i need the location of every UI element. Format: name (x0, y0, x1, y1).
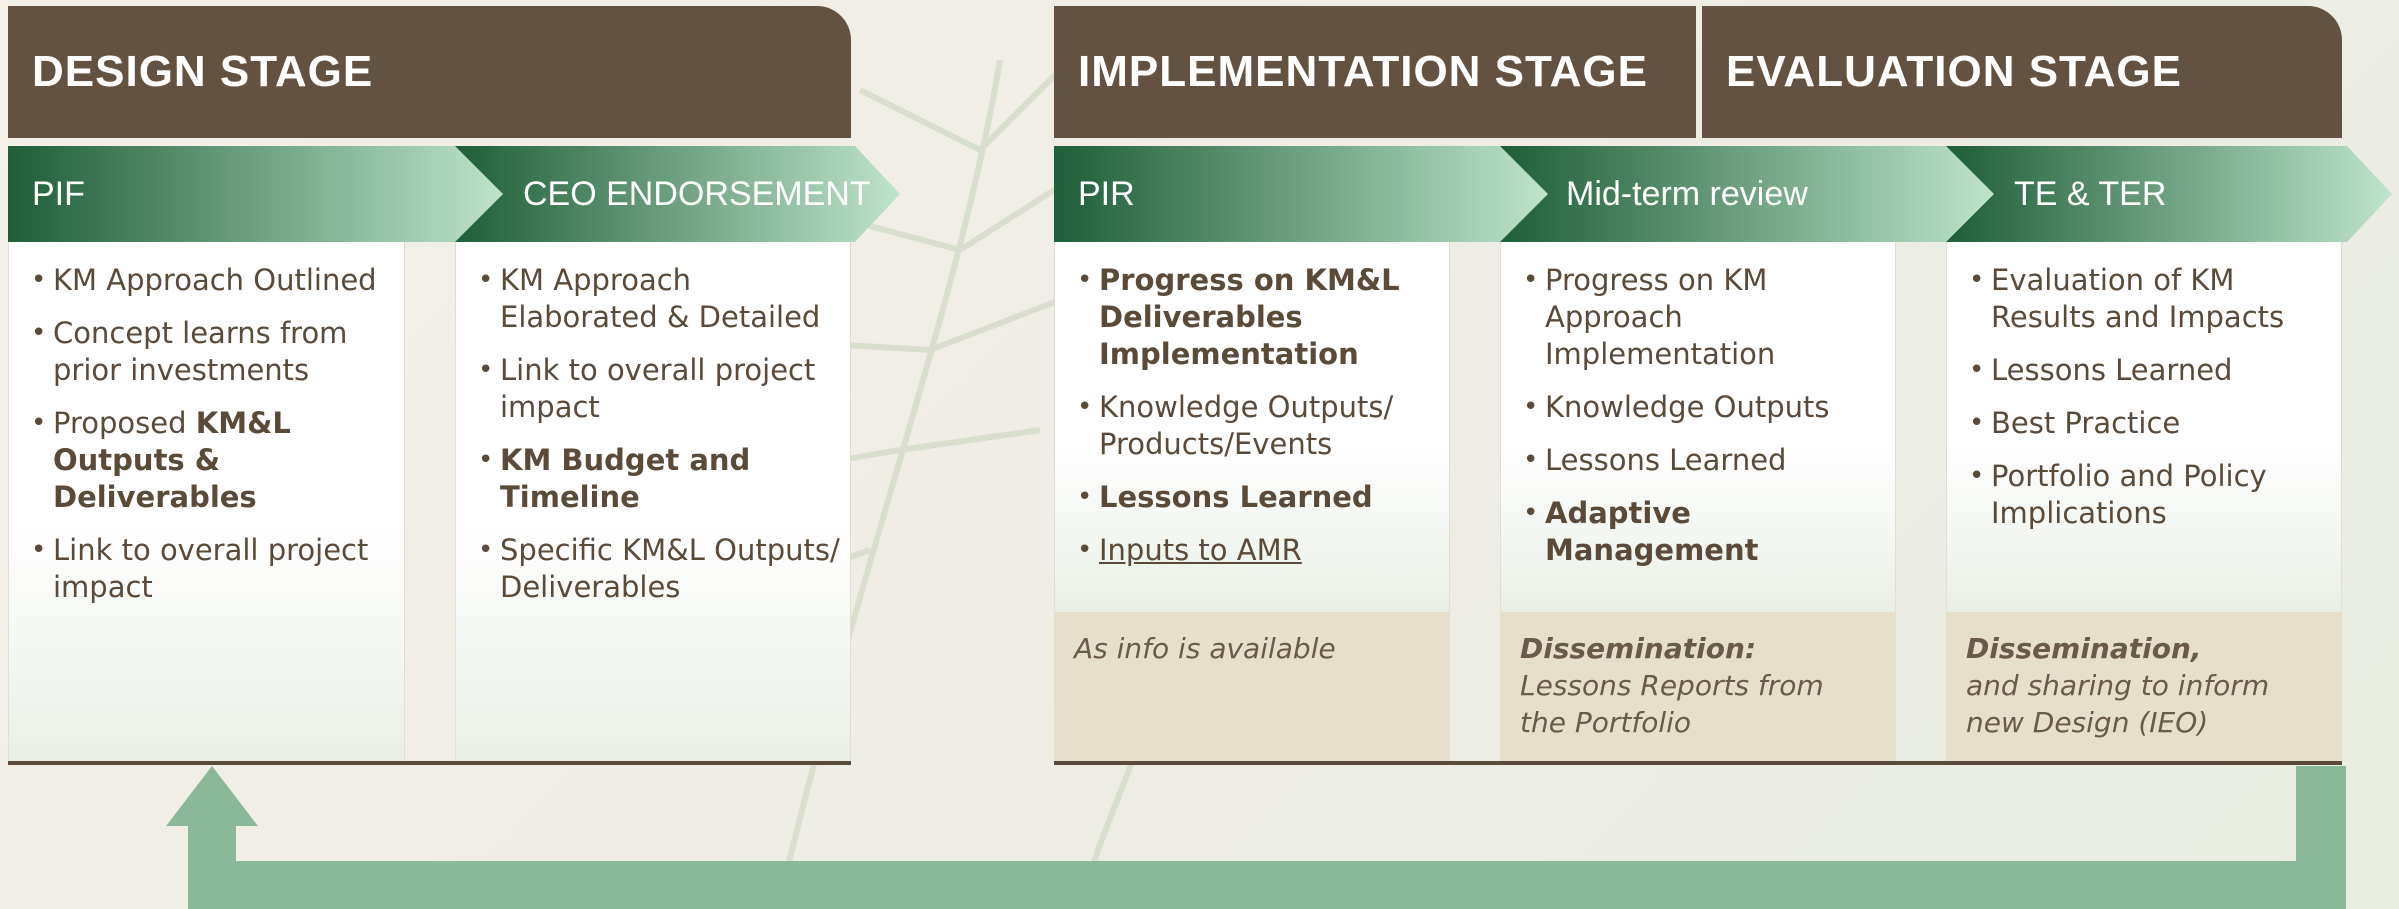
mid-term-review-title: Mid-term review (1566, 174, 1808, 213)
pir-chevron-shape (1054, 146, 1549, 242)
mid-term-review-list: Progress on KM Approach ImplementationKn… (1501, 240, 1895, 569)
pir-column: Progress on KM&L Deliverables Implementa… (1054, 240, 1450, 612)
implementation-stage-header: IMPLEMENTATION STAGE (1054, 6, 1696, 138)
list-item: Concept learns from prior investments (31, 315, 394, 389)
list-item: Progress on KM Approach Implementation (1523, 262, 1885, 373)
list-item: Adaptive Management (1523, 495, 1885, 569)
list-item-text: KM Approach Outlined (53, 263, 377, 297)
list-item-text: Progress on KM Approach Implementation (1545, 263, 1776, 371)
te-ter-title: TE & TER (2014, 174, 2167, 213)
list-item: Specific KM&L Outputs/ Deliverables (478, 532, 840, 606)
list-item: Progress on KM&L Deliverables Implementa… (1077, 262, 1439, 373)
list-item: Knowledge Outputs/ Products/Events (1077, 389, 1439, 463)
pif-title: PIF (32, 174, 85, 213)
te-ter-note-text: and sharing to inform new Design (IEO) (1966, 669, 2270, 739)
list-item-text: Link to overall project impact (53, 533, 369, 604)
list-item: Portfolio and Policy Implications (1969, 458, 2331, 532)
pir-note-text: As info is available (1074, 632, 1336, 665)
list-item: KM Approach Outlined (31, 262, 394, 299)
list-item-text: KM&L Outputs & Deliverables (53, 406, 291, 514)
list-item: Best Practice (1969, 405, 2331, 442)
ceo-endorsement-title: CEO ENDORSEMENT (523, 174, 871, 213)
list-item-text: Proposed (53, 406, 196, 440)
list-item: Lessons Learned (1077, 479, 1439, 516)
list-item: KM Budget and Timeline (478, 442, 840, 516)
list-item: Lessons Learned (1523, 442, 1885, 479)
list-item-text: Specific KM&L Outputs/ Deliverables (500, 533, 840, 604)
phase-pir: PIR (1054, 146, 1549, 242)
phase-te-ter: TE & TER (1946, 146, 2392, 242)
list-item-text: Lessons Learned (1099, 480, 1373, 514)
ceo-endorsement-list: KM Approach Elaborated & DetailedLink to… (456, 240, 850, 606)
phase-ceo-endorsement: CEO ENDORSEMENT (455, 146, 900, 242)
list-item: Lessons Learned (1969, 352, 2331, 389)
list-item-text: KM Budget and Timeline (500, 443, 751, 514)
list-item-text: Lessons Learned (1991, 353, 2233, 387)
list-item-text: Link to overall project impact (500, 353, 816, 424)
mid-term-review-note: Dissemination: Lessons Reports from the … (1500, 612, 1896, 762)
implementation-stage-title: IMPLEMENTATION STAGE (1078, 47, 1648, 96)
te-ter-chevron-shape (1946, 146, 2392, 242)
list-item-text: Inputs to AMR (1099, 533, 1302, 567)
list-item-text: Adaptive Management (1545, 496, 1759, 567)
pir-title: PIR (1078, 174, 1135, 213)
list-item: Link to overall project impact (31, 532, 394, 606)
implementation-bottom-rule (1054, 761, 2342, 765)
list-item-text: Evaluation of KM Results and Impacts (1991, 263, 2285, 334)
te-ter-list: Evaluation of KM Results and ImpactsLess… (1947, 240, 2341, 532)
ceo-endorsement-column: KM Approach Elaborated & DetailedLink to… (455, 240, 851, 762)
evaluation-stage-header: EVALUATION STAGE (1702, 6, 2342, 138)
pir-note: As info is available (1054, 612, 1450, 762)
mid-term-review-note-title: Dissemination: (1520, 632, 1757, 665)
pir-list: Progress on KM&L Deliverables Implementa… (1055, 240, 1449, 569)
list-item-text: Knowledge Outputs/ Products/Events (1099, 390, 1394, 461)
mid-term-review-note-text: Lessons Reports from the Portfolio (1520, 669, 1824, 739)
list-item: Proposed KM&L Outputs & Deliverables (31, 405, 394, 516)
list-item: KM Approach Elaborated & Detailed (478, 262, 840, 336)
list-item: Link to overall project impact (478, 352, 840, 426)
mid-term-review-chevron-shape (1500, 146, 1995, 242)
list-item: Inputs to AMR (1077, 532, 1439, 569)
list-item-text: Knowledge Outputs (1545, 390, 1830, 424)
design-stage-title: DESIGN STAGE (32, 47, 374, 96)
phase-pif: PIF (8, 146, 505, 242)
list-item-text: KM Approach Elaborated & Detailed (500, 263, 821, 334)
design-bottom-rule (8, 761, 851, 765)
mid-term-review-column: Progress on KM Approach ImplementationKn… (1500, 240, 1896, 612)
list-item: Evaluation of KM Results and Impacts (1969, 262, 2331, 336)
te-ter-note: Dissemination, and sharing to inform new… (1946, 612, 2342, 762)
list-item-text: Lessons Learned (1545, 443, 1787, 477)
list-item: Knowledge Outputs (1523, 389, 1885, 426)
list-item-text: Concept learns from prior investments (53, 316, 348, 387)
evaluation-stage-title: EVALUATION STAGE (1726, 47, 2182, 96)
te-ter-note-title: Dissemination, (1966, 632, 2202, 665)
pif-column: KM Approach OutlinedConcept learns from … (8, 240, 405, 762)
pif-list: KM Approach OutlinedConcept learns from … (9, 240, 404, 606)
ceo-endorsement-chevron-shape (455, 146, 900, 242)
design-stage-header: DESIGN STAGE (8, 6, 851, 138)
list-item-text: Best Practice (1991, 406, 2181, 440)
pif-chevron-shape (8, 146, 505, 242)
list-item-text: Progress on KM&L Deliverables Implementa… (1099, 263, 1400, 371)
phase-mid-term-review: Mid-term review (1500, 146, 1995, 242)
te-ter-column: Evaluation of KM Results and ImpactsLess… (1946, 240, 2342, 612)
list-item-text: Portfolio and Policy Implications (1991, 459, 2267, 530)
